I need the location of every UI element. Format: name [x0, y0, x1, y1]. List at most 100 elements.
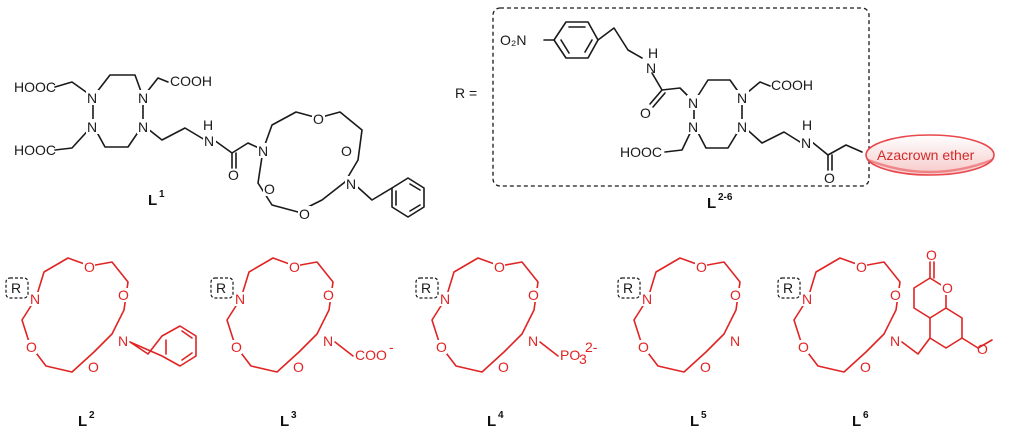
template-nh-h: H — [648, 45, 658, 61]
nitro-group: O₂N — [500, 32, 526, 48]
l3-atom-n2: N — [323, 333, 333, 349]
l2-atom-o3: O — [88, 359, 99, 375]
l4-ch2 — [539, 341, 559, 357]
l1-hooc-top: HOOC — [14, 79, 56, 95]
l3-ch2 — [334, 341, 354, 357]
l2-atom-o4: O — [26, 339, 37, 355]
l1-ring-n-1: N — [87, 90, 97, 106]
l6-label-sup: 6 — [863, 410, 869, 421]
l3-r-text: R — [216, 280, 226, 296]
l3-label: L — [280, 413, 289, 430]
l1-crown-o-3: O — [264, 181, 275, 197]
l6-label: L — [852, 413, 861, 430]
l5-crown-ring — [633, 257, 741, 373]
l6-coumarin-carbonyl — [929, 261, 935, 279]
template-amide-o: O — [640, 105, 651, 121]
l4-atom-o3: O — [498, 359, 509, 375]
l6-coumarin-o2: O — [942, 280, 953, 296]
template-amide2-chain — [811, 141, 863, 156]
template-ring-n-4: N — [737, 119, 747, 135]
azacrown-text: Azacrown ether — [877, 147, 975, 163]
template-ring-n-2: N — [737, 90, 747, 106]
l2-label-sup: 2 — [89, 410, 95, 421]
l4-crown-ring — [431, 257, 539, 373]
l1-cyclen-ring — [92, 74, 144, 148]
l6-coumarin — [901, 277, 993, 355]
l6-atom-o1: O — [856, 259, 867, 275]
l1-hooc-bottom: HOOC — [14, 142, 56, 158]
l1-amide-carbonyl — [231, 152, 237, 169]
template-label-sup: 2-6 — [718, 192, 733, 203]
ligand-l1: N N N N HOOC COOH HOOC H N O N N O O O O… — [14, 73, 425, 222]
l5-atom-n2: N — [730, 333, 740, 349]
l4-r-box — [415, 277, 439, 299]
template-l2-6: R = O₂N H N O COOH HOOC N N N N H N O Az… — [455, 7, 995, 212]
template-label: L — [707, 195, 716, 212]
l4-atom-o1: O — [494, 259, 505, 275]
l5-atom-o4: O — [638, 339, 649, 355]
l3-atom-o3: O — [293, 359, 304, 375]
l3-crown-ring — [226, 257, 334, 373]
l2-benzyl — [129, 325, 197, 367]
l3-atom-n1: N — [235, 291, 245, 307]
azacrown-pill-shadow — [867, 158, 993, 174]
l6-atom-o2: O — [890, 287, 901, 303]
l1-crown-o-1: O — [313, 111, 324, 127]
l3-atom-o2: O — [323, 287, 334, 303]
l3-atom-o1: O — [289, 259, 300, 275]
l1-amide-chain — [213, 139, 264, 154]
l4-po-charge: 2- — [585, 339, 598, 355]
r-equals: R = — [455, 85, 477, 101]
l6-coumarin-o1: O — [926, 247, 937, 263]
l3-label-sup: 3 — [291, 410, 297, 421]
l4-label: L — [487, 413, 496, 430]
l1-benzene-ring — [391, 177, 425, 218]
l2-label: L — [78, 413, 87, 430]
l6-atom-o3: O — [860, 359, 871, 375]
l3-atom-o4: O — [231, 339, 242, 355]
l2-benzyl-double — [165, 330, 193, 361]
l6-r-text: R — [783, 280, 793, 296]
l2-r-text: R — [11, 280, 21, 296]
l2-atom-n1: N — [30, 291, 40, 307]
l1-benzene-double-bonds — [395, 183, 421, 212]
l2-r-box — [5, 277, 29, 299]
template-amide2-n: N — [801, 135, 811, 151]
l3-coo-charge: - — [389, 339, 394, 355]
l1-cooh-top: COOH — [170, 73, 212, 89]
l1-benzyl-ch2 — [351, 181, 393, 201]
l3-r-box — [210, 277, 234, 299]
l4-atom-n1: N — [440, 291, 450, 307]
l1-label-sup: 1 — [159, 189, 165, 200]
l2-crown-ring — [21, 257, 129, 373]
template-cooh: COOH — [771, 77, 813, 93]
l5-r-box — [617, 277, 641, 299]
l6-atom-o4: O — [798, 339, 809, 355]
l3-coo: COO — [355, 347, 387, 363]
l5-label: L — [690, 413, 699, 430]
l1-amide-h: H — [203, 117, 213, 133]
l6-atom-n2: N — [890, 333, 900, 349]
l1-crown-n-2: N — [346, 176, 356, 192]
l1-amide-o: O — [228, 167, 239, 183]
l4-r-text: R — [421, 280, 431, 296]
template-amide2-carbonyl — [827, 154, 833, 171]
azacrown-pill — [865, 134, 995, 176]
template-amide2-o: O — [824, 170, 835, 186]
l5-label-sup: 5 — [701, 410, 707, 421]
l1-amide-n: N — [204, 133, 214, 149]
l6-r-box — [777, 277, 801, 299]
l5-atom-o2: O — [730, 287, 741, 303]
l1-crown-o-4: O — [299, 206, 310, 222]
l5-r-text: R — [623, 280, 633, 296]
l4-atom-n2: N — [528, 333, 538, 349]
template-dashed-box — [492, 7, 870, 187]
template-amide-n: N — [646, 60, 656, 76]
template-ethyl — [597, 27, 643, 59]
